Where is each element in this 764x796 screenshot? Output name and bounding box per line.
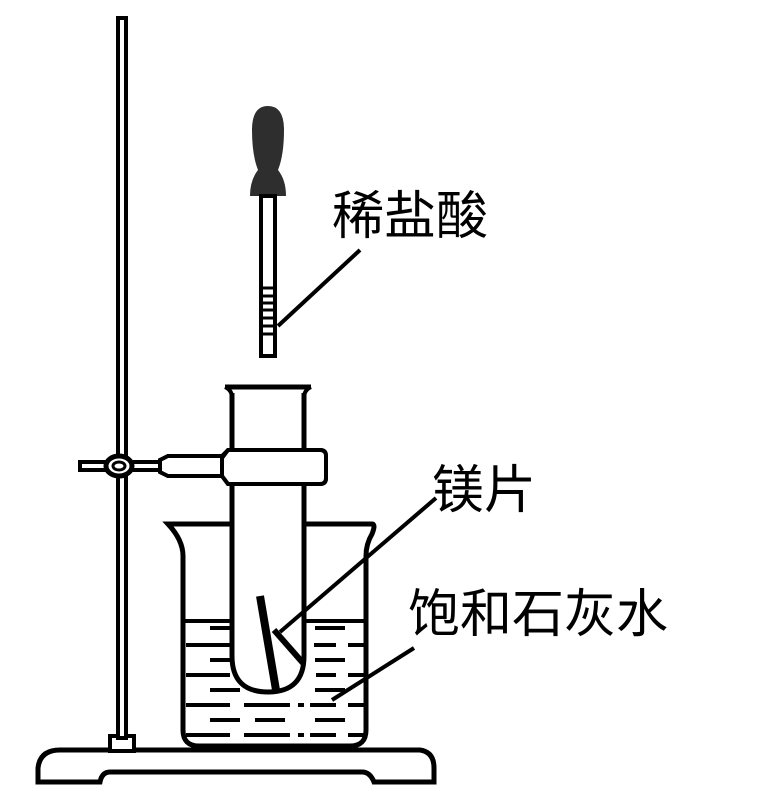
leader-lines [276,248,438,702]
limewater-dashes [186,626,364,737]
label-magnesium-strip: 镁片 [432,461,536,521]
label-limewater: 饱和石灰水 [408,585,668,645]
label-dilute-hcl: 稀盐酸 [332,187,488,247]
dropper [250,106,286,358]
test-tube [158,384,328,695]
stand-rod [116,16,128,740]
stand-base [35,747,437,785]
magnesium-strip [256,595,306,691]
